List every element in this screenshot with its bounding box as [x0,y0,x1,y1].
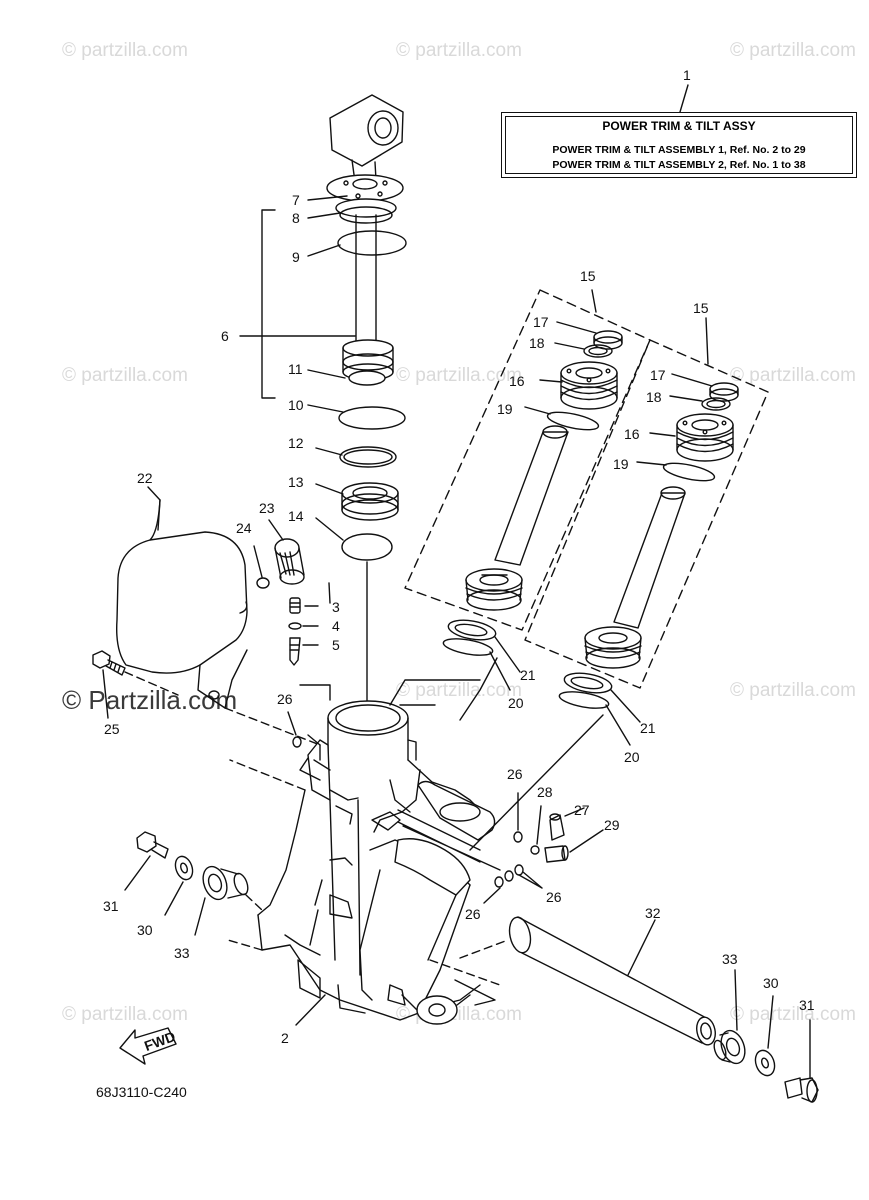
filter-23 [274,538,305,585]
motor-cover-22 [116,531,248,709]
bolt-31-right [784,1077,819,1103]
callout-18a: 18 [529,335,545,351]
callout-23: 23 [259,500,275,516]
callout-33b: 33 [722,951,738,967]
seals-left [442,619,497,656]
watermark: © partzilla.com [396,40,522,61]
ring-12 [339,446,397,468]
pin-29 [544,807,604,863]
callout-17a: 17 [533,314,549,330]
title-line-1: POWER TRIM & TILT ASSEMBLY 1, Ref. No. 2… [552,144,806,156]
callout-27: 27 [574,802,590,818]
callout-6: 6 [221,328,229,344]
watermark: © partzilla.com [396,365,522,386]
valve-assembly-right [584,382,739,669]
bolt-31-left [136,831,169,859]
o-ring-9 [337,230,407,256]
callout-26b: 26 [507,766,523,782]
callout-31b: 31 [799,997,815,1013]
bushing-33-right [713,1029,746,1065]
watermark: © partzilla.com [730,680,856,701]
watermark: © partzilla.com [730,365,856,386]
diagram-code: 68J3110-C240 [96,1084,187,1100]
callout-4: 4 [332,618,340,634]
watermark: © partzilla.com [730,1004,856,1025]
title-box: POWER TRIM & TILT ASSY POWER TRIM & TILT… [501,112,857,178]
callout-28: 28 [537,784,553,800]
callout-10: 10 [288,397,304,413]
bolt-25 [92,650,126,719]
callout-30a: 30 [137,922,153,938]
seals-right [558,672,613,709]
watermark: © partzilla.com [396,680,522,701]
tilt-tube-32 [508,916,716,1046]
valve-parts [288,597,319,666]
callout-15b: 15 [693,300,709,316]
group-box-left [404,289,651,631]
callout-8: 8 [292,210,300,226]
tilt-rod-part [326,94,404,386]
callout-labels: 1 2 3 4 5 6 7 8 9 10 11 12 13 14 15 15 1… [103,67,815,1046]
callout-24: 24 [236,520,252,536]
callout-16a: 16 [509,373,525,389]
callout-25: 25 [104,721,120,737]
callout-7: 7 [292,192,300,208]
title-line-2: POWER TRIM & TILT ASSEMBLY 2, Ref. No. 1… [552,159,806,171]
o-ring-14 [341,533,393,561]
callout-17b: 17 [650,367,666,383]
callout-26d: 26 [465,906,481,922]
watermark: © partzilla.com [62,40,188,61]
callout-5: 5 [332,637,340,653]
callout-33a: 33 [174,945,190,961]
callout-3: 3 [332,599,340,615]
callout-13: 13 [288,474,304,490]
leader-lines [239,195,356,413]
washer-30-right [754,1049,776,1077]
watermark: © partzilla.com [730,40,856,61]
group-bracket [261,209,276,399]
o-ring-26 [292,736,302,748]
callout-12: 12 [288,435,304,451]
callout-26c: 26 [546,889,562,905]
washer-30-left [174,855,194,881]
group-box-right [524,339,769,689]
callout-19b: 19 [613,456,629,472]
callout-30b: 30 [763,975,779,991]
callout-20a: 20 [508,695,524,711]
fwd-arrow-icon [119,1027,177,1065]
bushing-33-left [202,865,249,901]
callout-21a: 21 [520,667,536,683]
o-ring-10 [338,406,406,430]
cap-13 [341,482,399,521]
callout-26a: 26 [277,691,293,707]
callout-32: 32 [645,905,661,921]
callout-18b: 18 [646,389,662,405]
o-ring-24 [256,577,270,589]
callout-9: 9 [292,249,300,265]
callout-2: 2 [281,1030,289,1046]
callout-19a: 19 [497,401,513,417]
callout-14: 14 [288,508,304,524]
callout-29: 29 [604,817,620,833]
valve-assembly-left [465,330,623,611]
main-body-2 [257,700,501,1025]
watermark: © partzilla.com [62,1004,188,1025]
callout-15a: 15 [580,268,596,284]
callout-16b: 16 [624,426,640,442]
callout-1: 1 [683,67,691,83]
title-heading: POWER TRIM & TILT ASSY [602,119,756,133]
watermark-main: © Partzilla.com [62,685,238,715]
callout-11: 11 [288,361,303,377]
watermark: © partzilla.com [62,365,188,386]
callout-31a: 31 [103,898,119,914]
callout-21b: 21 [640,720,656,736]
callout-20b: 20 [624,749,640,765]
callout-22: 22 [137,470,153,486]
